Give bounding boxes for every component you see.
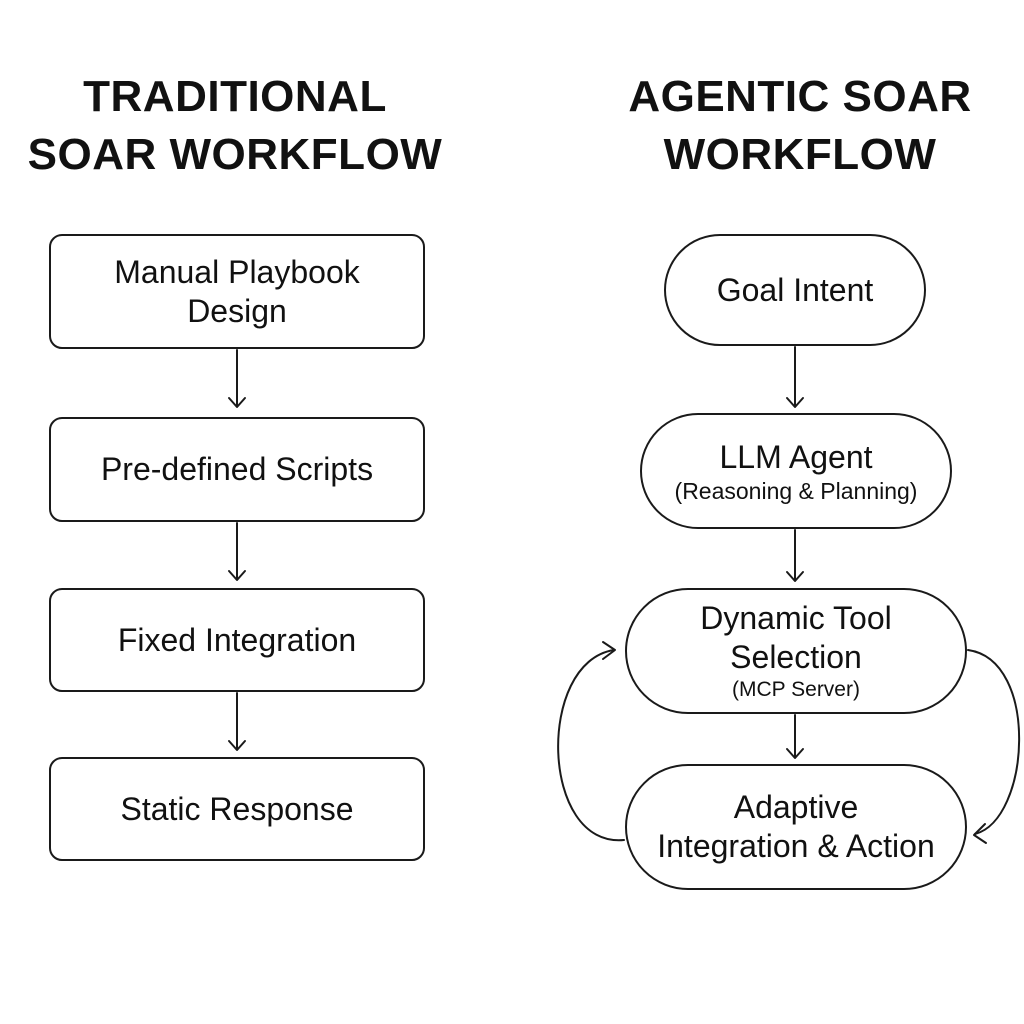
manual-playbook-design-box: Manual Playbook Design xyxy=(49,234,425,349)
step-label: Integration & Action xyxy=(657,828,935,864)
arrow-playbook-to-scripts xyxy=(228,349,246,408)
step-sublabel: (Reasoning & Planning) xyxy=(674,477,918,504)
adaptive-integration-action-node: Adaptive Integration & Action xyxy=(625,764,967,890)
static-response-box: Static Response xyxy=(49,757,425,861)
arrow-agent-to-tool-selection xyxy=(786,529,804,582)
step-label: Design xyxy=(187,292,287,329)
step-label: Fixed Integration xyxy=(117,621,357,658)
step-label: Static Response xyxy=(120,790,354,827)
step-label: Pre-defined Scripts xyxy=(100,451,374,487)
loop-arrow-right xyxy=(967,649,1021,844)
step-label: LLM Agent xyxy=(719,438,873,475)
step-label: Selection xyxy=(730,639,862,675)
title-line: TRADITIONAL xyxy=(83,72,387,121)
arrow-tool-selection-to-action xyxy=(786,714,804,759)
fixed-integration-box: Fixed Integration xyxy=(49,588,425,692)
arrow-integration-to-response xyxy=(228,692,246,751)
goal-intent-node: Goal Intent xyxy=(664,234,926,346)
arrow-goal-to-agent xyxy=(786,346,804,408)
step-label: Goal Intent xyxy=(716,271,874,308)
step-sublabel: (MCP Server) xyxy=(732,678,860,701)
llm-agent-node: LLM Agent (Reasoning & Planning) xyxy=(640,413,952,529)
title-line: AGENTIC SOAR xyxy=(628,72,972,121)
title-line: WORKFLOW xyxy=(663,130,937,179)
agentic-soar-title: AGENTIC SOAR WORKFLOW xyxy=(580,68,1020,184)
title-line: SOAR WORKFLOW xyxy=(27,130,443,179)
pre-defined-scripts-box: Pre-defined Scripts xyxy=(49,417,425,522)
traditional-soar-title: TRADITIONAL SOAR WORKFLOW xyxy=(0,68,470,184)
step-label: Manual Playbook xyxy=(114,253,360,290)
step-label: Dynamic Tool xyxy=(700,600,892,636)
loop-arrow-left xyxy=(557,641,625,842)
step-label: Adaptive xyxy=(733,789,859,825)
arrow-scripts-to-integration xyxy=(228,522,246,581)
dynamic-tool-selection-node: Dynamic Tool Selection (MCP Server) xyxy=(625,588,967,714)
